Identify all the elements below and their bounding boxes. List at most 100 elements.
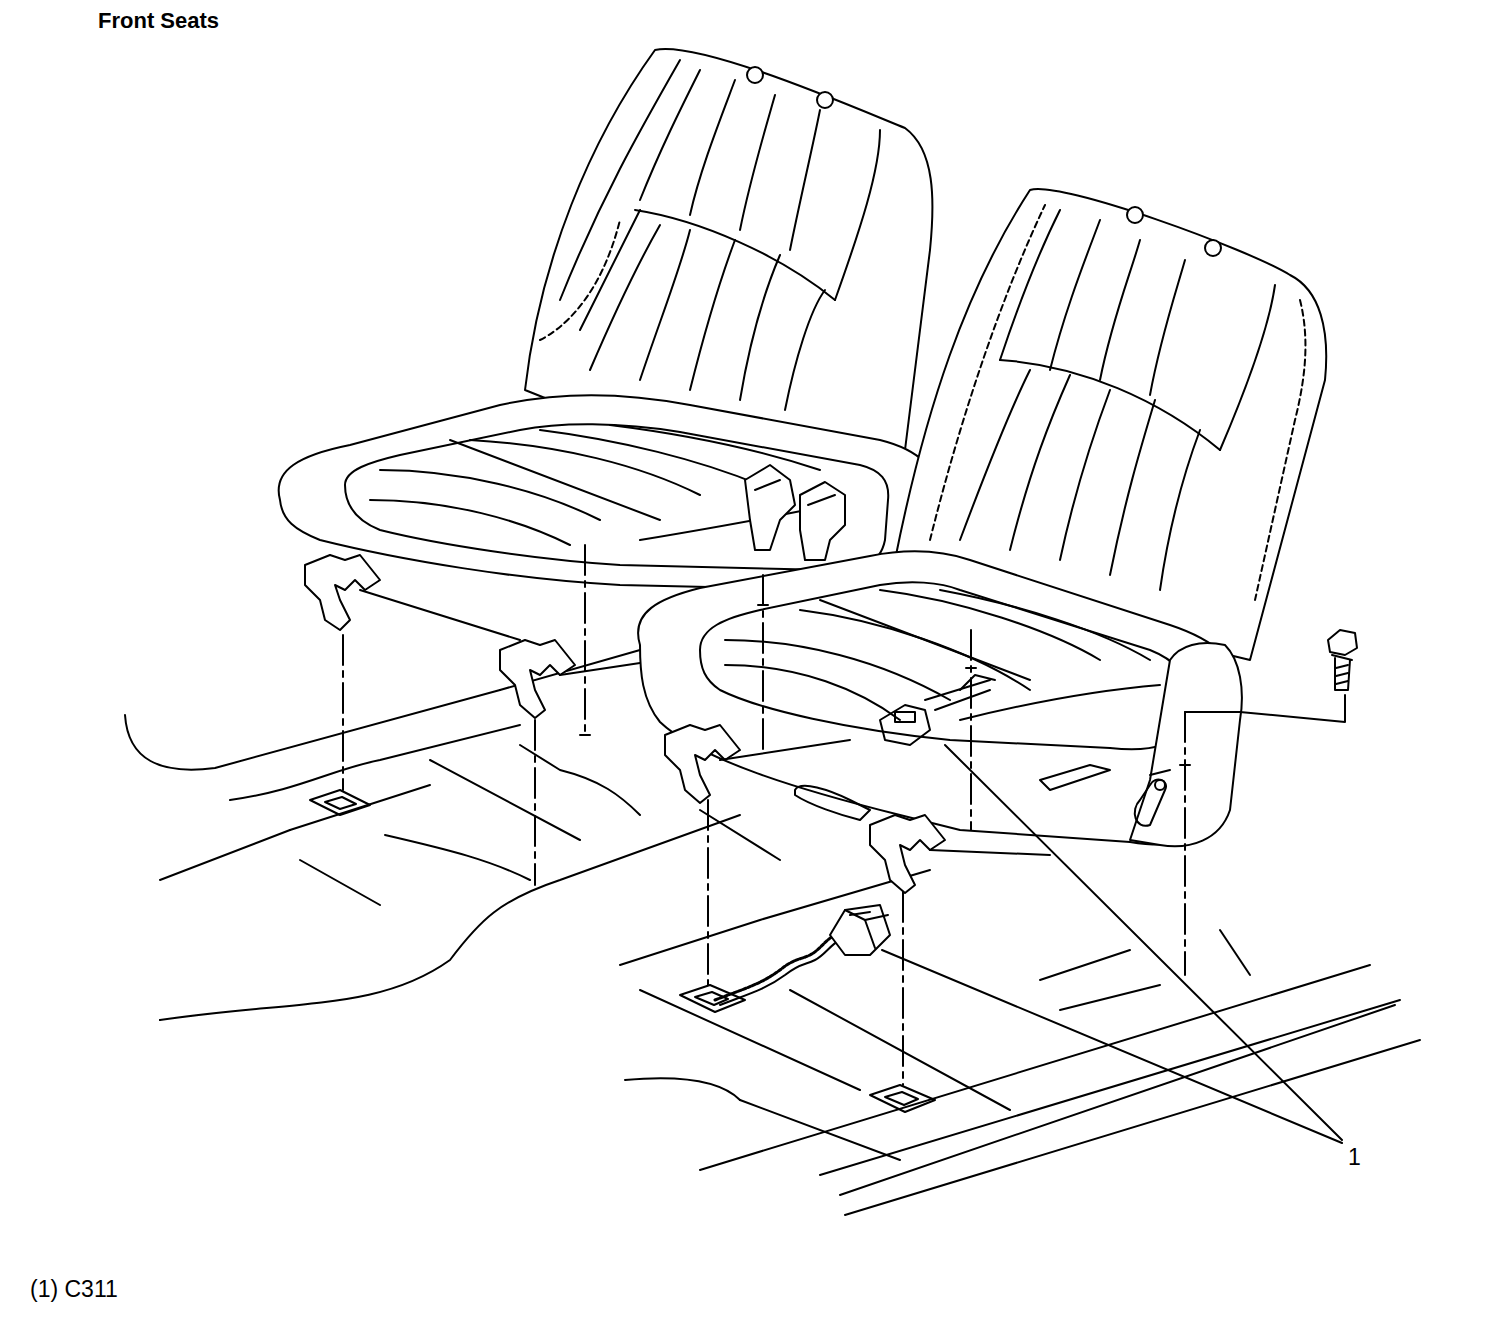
right-seat bbox=[1000, 210, 1060, 360]
left-seat bbox=[470, 440, 700, 495]
right-seat bbox=[895, 712, 915, 722]
floor-pan bbox=[230, 725, 520, 800]
leader-line bbox=[882, 745, 1342, 1143]
seat-belt-buckle bbox=[755, 480, 780, 490]
diagram-title: Front Seats bbox=[98, 8, 219, 34]
callout-legend-note: (1) C311 bbox=[30, 1276, 118, 1304]
seat-bracket bbox=[500, 640, 575, 718]
install-line bbox=[1184, 712, 1186, 975]
floor-pan bbox=[125, 690, 500, 770]
left-seat bbox=[640, 230, 690, 380]
install-line-tick bbox=[580, 734, 590, 736]
wiring-connector bbox=[865, 915, 888, 920]
floor-pan bbox=[325, 797, 356, 809]
left-seat bbox=[560, 60, 680, 300]
floor-pan bbox=[640, 990, 860, 1090]
left-seat bbox=[747, 67, 763, 83]
callout-number: 1 bbox=[1348, 1144, 1361, 1172]
floor-pan bbox=[625, 1078, 740, 1100]
right-seat bbox=[725, 665, 900, 720]
right-seat bbox=[1150, 770, 1170, 775]
floor-pan bbox=[310, 790, 370, 815]
floor-pan bbox=[885, 1092, 918, 1105]
right-seat bbox=[638, 189, 1326, 846]
install-line-tick bbox=[1180, 764, 1190, 766]
right-seat bbox=[1155, 780, 1165, 790]
seat-bracket bbox=[930, 850, 1050, 855]
left-seat bbox=[540, 430, 760, 485]
install-line bbox=[762, 575, 764, 750]
right-seat bbox=[935, 690, 990, 710]
right-seat bbox=[1060, 390, 1110, 560]
right-seat bbox=[880, 705, 930, 745]
left-seat bbox=[370, 500, 570, 545]
install-line bbox=[970, 630, 972, 830]
right-seat bbox=[1000, 360, 1220, 450]
bolt bbox=[1328, 630, 1357, 655]
seat-bracket bbox=[720, 740, 850, 760]
wiring-connector bbox=[715, 905, 890, 1005]
floor-pan bbox=[160, 830, 290, 880]
seat-belt-buckle bbox=[808, 495, 835, 505]
seat-belt-buckle bbox=[745, 465, 795, 550]
wiring-connector bbox=[845, 910, 875, 948]
left-seat bbox=[279, 49, 940, 592]
wiring-connector bbox=[715, 935, 835, 1000]
floor-pan bbox=[870, 1085, 935, 1112]
leader-line bbox=[945, 745, 1342, 1140]
left-seat bbox=[635, 210, 835, 300]
install-line-tick bbox=[758, 604, 768, 606]
bolt bbox=[1335, 658, 1350, 690]
wiring-connector bbox=[830, 905, 890, 955]
right-seat bbox=[1050, 220, 1100, 370]
right-seat bbox=[960, 675, 995, 690]
install-line-tick bbox=[966, 667, 976, 669]
seat-bracket bbox=[870, 815, 945, 893]
seat-belt-buckle bbox=[745, 465, 845, 560]
floor-pan bbox=[790, 990, 1010, 1110]
floor-pan bbox=[300, 860, 380, 905]
bolt bbox=[1328, 630, 1357, 690]
left-seat bbox=[817, 92, 833, 108]
left-seat bbox=[610, 425, 820, 470]
left-seat bbox=[345, 424, 888, 570]
right-seat bbox=[1010, 375, 1070, 550]
floor-pan bbox=[430, 760, 580, 840]
floor-pan bbox=[385, 835, 530, 880]
left-seat bbox=[540, 220, 620, 340]
right-seat bbox=[925, 680, 990, 700]
left-seat bbox=[740, 255, 780, 400]
right-seat bbox=[800, 610, 1030, 690]
floor-pan bbox=[820, 1000, 1400, 1175]
right-seat bbox=[795, 786, 870, 820]
seat-bracket bbox=[665, 725, 740, 803]
right-seat bbox=[1255, 300, 1305, 600]
right-seat bbox=[1040, 765, 1110, 790]
install-line bbox=[584, 545, 586, 735]
left-seat bbox=[790, 110, 820, 250]
left-seat bbox=[640, 70, 700, 200]
right-seat bbox=[1150, 260, 1185, 395]
left-seat bbox=[580, 210, 640, 330]
floor-pan bbox=[520, 745, 640, 815]
install-line bbox=[343, 545, 1185, 1085]
right-seat bbox=[1220, 285, 1275, 450]
right-seat bbox=[1110, 400, 1155, 575]
seat-bracket bbox=[665, 725, 1050, 893]
left-seat bbox=[690, 80, 735, 215]
left-seat bbox=[690, 240, 735, 390]
right-seat bbox=[1127, 207, 1143, 223]
floor-pan bbox=[1040, 950, 1130, 980]
left-seat bbox=[835, 130, 880, 300]
floor-pan bbox=[845, 1040, 1420, 1215]
left-seat bbox=[785, 290, 825, 410]
left-seat bbox=[525, 49, 932, 450]
right-seat bbox=[700, 582, 1188, 749]
install-line-tick bbox=[580, 605, 1345, 765]
right-seat bbox=[1205, 240, 1221, 256]
seat-bracket bbox=[360, 590, 520, 640]
floor-pan bbox=[160, 815, 740, 1020]
seat-belt-buckle bbox=[800, 482, 845, 560]
floor-pan bbox=[1060, 985, 1160, 1010]
